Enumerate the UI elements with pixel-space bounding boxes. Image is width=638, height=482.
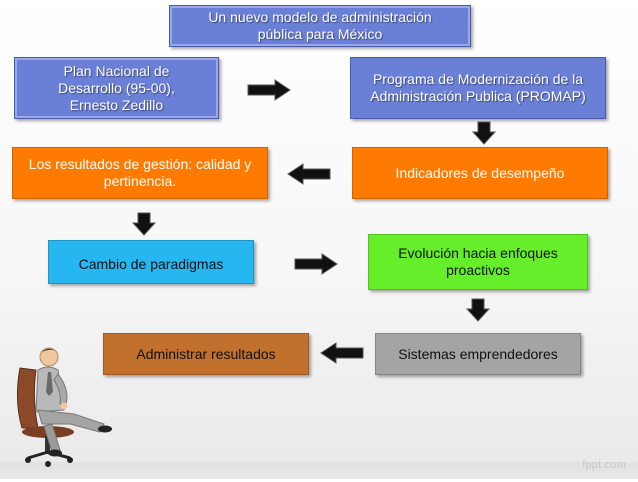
sistemas-box: Sistemas emprendedores — [375, 333, 581, 375]
arrow-right-icon — [294, 253, 338, 275]
title-box: Un nuevo modelo de administración públic… — [169, 5, 471, 47]
promap-text: Programa de Modernización de la Administ… — [370, 71, 586, 104]
sistemas-text: Sistemas emprendedores — [398, 345, 558, 362]
arrow-down-icon — [472, 121, 496, 145]
plan-nacional-box: Plan Nacional de Desarrollo (95-00), Ern… — [14, 57, 219, 119]
floor-shadow — [0, 462, 638, 482]
plan-nacional-text: Plan Nacional de Desarrollo (95-00), Ern… — [58, 62, 175, 113]
evolucion-box: Evolución hacia enfoques proactivos — [368, 234, 588, 290]
indicadores-box: Indicadores de desempeño — [352, 147, 608, 199]
arrow-left-icon — [320, 342, 364, 364]
arrow-right-icon — [247, 79, 291, 101]
promap-box: Programa de Modernización de la Administ… — [350, 57, 606, 119]
arrow-down-icon — [132, 212, 156, 236]
evolucion-text: Evolución hacia enfoques proactivos — [398, 245, 558, 278]
paradigmas-box: Cambio de paradigmas — [48, 240, 254, 284]
resultados-text: Los resultados de gestión: calidad y per… — [28, 156, 252, 189]
administrar-text: Administrar resultados — [136, 345, 276, 362]
paradigmas-text: Cambio de paradigmas — [78, 256, 224, 272]
arrow-down-icon — [466, 298, 490, 322]
businessman-in-chair-illustration — [16, 347, 112, 467]
title-text: Un nuevo modelo de administración públic… — [208, 9, 432, 42]
resultados-box: Los resultados de gestión: calidad y per… — [12, 147, 268, 199]
watermark-text: fppt.com — [582, 459, 626, 471]
indicadores-text: Indicadores de desempeño — [395, 164, 565, 181]
administrar-box: Administrar resultados — [103, 333, 309, 375]
arrow-left-icon — [287, 163, 331, 185]
